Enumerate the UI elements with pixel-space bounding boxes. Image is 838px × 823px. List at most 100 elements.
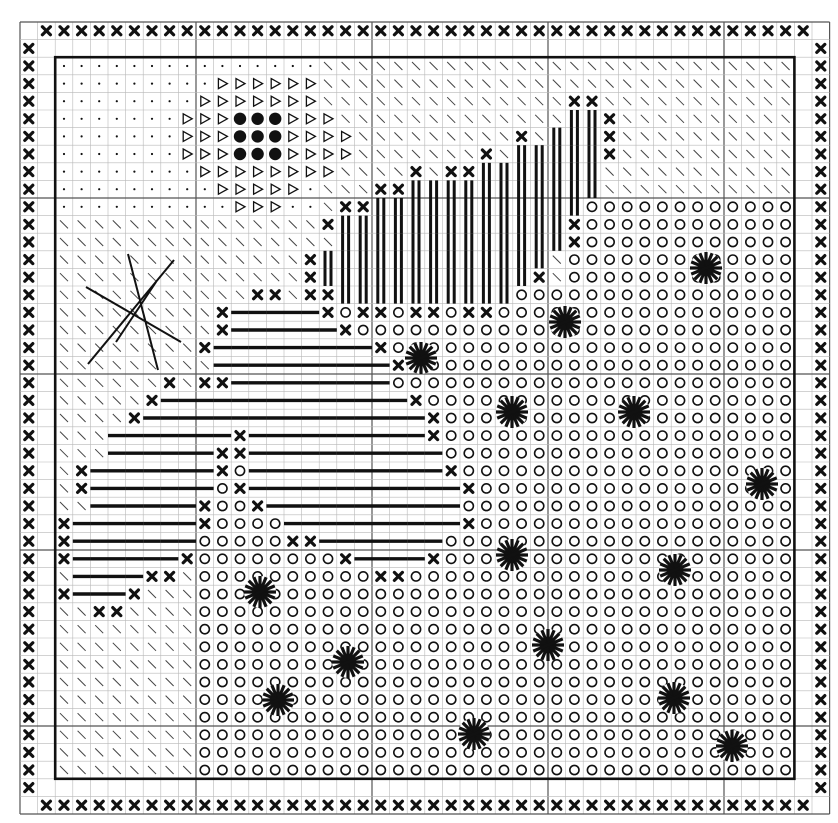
stitch-diagonal	[271, 220, 279, 228]
stitch-circle	[640, 730, 649, 739]
stitch-x	[394, 801, 402, 809]
stitch-circle	[711, 396, 720, 405]
stitch-diagonal	[60, 731, 68, 739]
stitch-circle	[781, 572, 790, 581]
stitch-x	[817, 643, 825, 651]
stitch-x	[377, 344, 385, 352]
stitch-circle	[517, 730, 526, 739]
stitch-circle	[693, 325, 702, 334]
stitch-diagonal	[130, 643, 138, 651]
stitch-circle	[535, 290, 544, 299]
stitch-diagonal	[394, 62, 402, 70]
stitch-circle	[711, 325, 720, 334]
stitch-dot	[133, 206, 135, 208]
stitch-circle	[464, 695, 473, 704]
stitch-diagonal	[183, 326, 191, 334]
stitch-circle	[728, 290, 737, 299]
stitch-x	[817, 537, 825, 545]
stitch-x	[500, 801, 508, 809]
stitch-circle	[763, 501, 772, 510]
stitch-circle	[376, 325, 385, 334]
stitch-filled-circle	[269, 113, 281, 125]
stitch-circle	[728, 589, 737, 598]
stitch-circle	[675, 325, 684, 334]
stitch-circle	[200, 713, 209, 722]
stitch-x	[78, 27, 86, 35]
stitch-diagonal	[782, 168, 790, 176]
stitch-circle	[781, 589, 790, 598]
stitch-x	[430, 308, 438, 316]
stitch-circle	[763, 220, 772, 229]
stitch-diagonal	[130, 256, 138, 264]
stitch-diagonal	[166, 608, 174, 616]
stitch-circle	[429, 378, 438, 387]
stitch-circle	[763, 625, 772, 634]
stitch-circle	[728, 325, 737, 334]
stitch-diagonal	[78, 379, 86, 387]
stitch-circle	[517, 449, 526, 458]
stitch-circle	[447, 572, 456, 581]
stitch-x	[25, 748, 33, 756]
stitch-diagonal	[130, 344, 138, 352]
stitch-circle	[658, 589, 667, 598]
stitch-x	[782, 27, 790, 35]
stitch-circle	[376, 677, 385, 686]
stitch-diagonal	[658, 150, 666, 158]
stitch-circle	[570, 273, 579, 282]
stitch-circle	[658, 255, 667, 264]
stitch-circle	[552, 695, 561, 704]
stitch-dot	[151, 100, 153, 102]
stitch-diagonal	[324, 238, 332, 246]
stitch-x	[817, 361, 825, 369]
stitch-diagonal	[606, 185, 614, 193]
stitch-circle	[271, 537, 280, 546]
stitch-circle	[605, 713, 614, 722]
stitch-circle	[447, 625, 456, 634]
stitch-circle	[623, 484, 632, 493]
stitch-circle	[693, 765, 702, 774]
stitch-circle	[306, 554, 315, 563]
stitch-circle	[728, 642, 737, 651]
stitch-circle	[587, 431, 596, 440]
stitch-circle	[623, 255, 632, 264]
stitch-circle	[746, 695, 755, 704]
stitch-x	[553, 27, 561, 35]
stitch-circle	[306, 660, 315, 669]
stitch-circle	[746, 308, 755, 317]
stitch-triangle	[324, 149, 333, 159]
stitch-circle	[763, 396, 772, 405]
stitch-diagonal	[113, 625, 121, 633]
stitch-circle	[605, 607, 614, 616]
star-burst-stitch	[244, 576, 276, 608]
stitch-circle	[781, 308, 790, 317]
stitch-circle	[341, 695, 350, 704]
stitch-diagonal	[377, 80, 385, 88]
stitch-circle	[499, 361, 508, 370]
stitch-diagonal	[412, 132, 420, 140]
stitch-circle	[781, 484, 790, 493]
stitch-circle	[781, 396, 790, 405]
stitch-triangle	[306, 79, 315, 89]
stitch-circle	[640, 255, 649, 264]
stitch-dot	[133, 118, 135, 120]
stitch-x	[148, 396, 156, 404]
stitch-x	[25, 44, 33, 52]
stitch-circle	[763, 748, 772, 757]
stitch-dot	[63, 206, 65, 208]
stitch-circle	[552, 607, 561, 616]
stitch-circle	[711, 713, 720, 722]
stitch-circle	[570, 748, 579, 757]
stitch-circle	[394, 325, 403, 334]
stitch-dot	[151, 135, 153, 137]
stitch-x	[570, 220, 578, 228]
stitch-diagonal	[113, 291, 121, 299]
stitch-diagonal	[60, 414, 68, 422]
stitch-x	[535, 273, 543, 281]
stitch-circle	[464, 449, 473, 458]
stitch-circle	[587, 220, 596, 229]
stitch-x	[130, 414, 138, 422]
stitch-diagonal	[641, 80, 649, 88]
stitch-circle	[535, 431, 544, 440]
stitch-circle	[746, 343, 755, 352]
stitch-circle	[763, 308, 772, 317]
